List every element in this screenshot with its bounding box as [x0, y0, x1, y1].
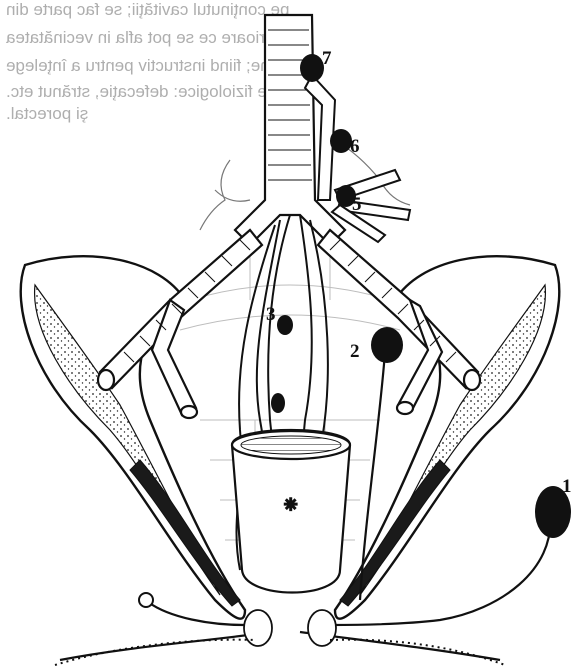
lymph-node-6-label: 6: [350, 136, 360, 157]
lymph-origin-circle: [139, 593, 153, 607]
lymph-node-5-label: 5: [352, 194, 362, 215]
lymph-node-4-label: 4: [262, 384, 272, 405]
lymph-node-3-label: 3: [266, 304, 276, 325]
lymph-node-6: 6: [330, 129, 360, 157]
lymph-node-2: 2: [350, 327, 403, 363]
anal-sphincters: [244, 610, 336, 646]
lymph-node-2-label: 2: [350, 341, 360, 362]
skin-surface-lines: [55, 640, 505, 665]
lymph-node-1: 1: [535, 476, 572, 538]
lymph-node-4: 4: [262, 384, 285, 413]
svg-text:✳: ✳: [284, 497, 297, 514]
rectum: ✳: [232, 430, 350, 593]
lymph-node-7-label: 7: [322, 48, 332, 69]
lymph-node-1-label: 1: [562, 476, 572, 497]
